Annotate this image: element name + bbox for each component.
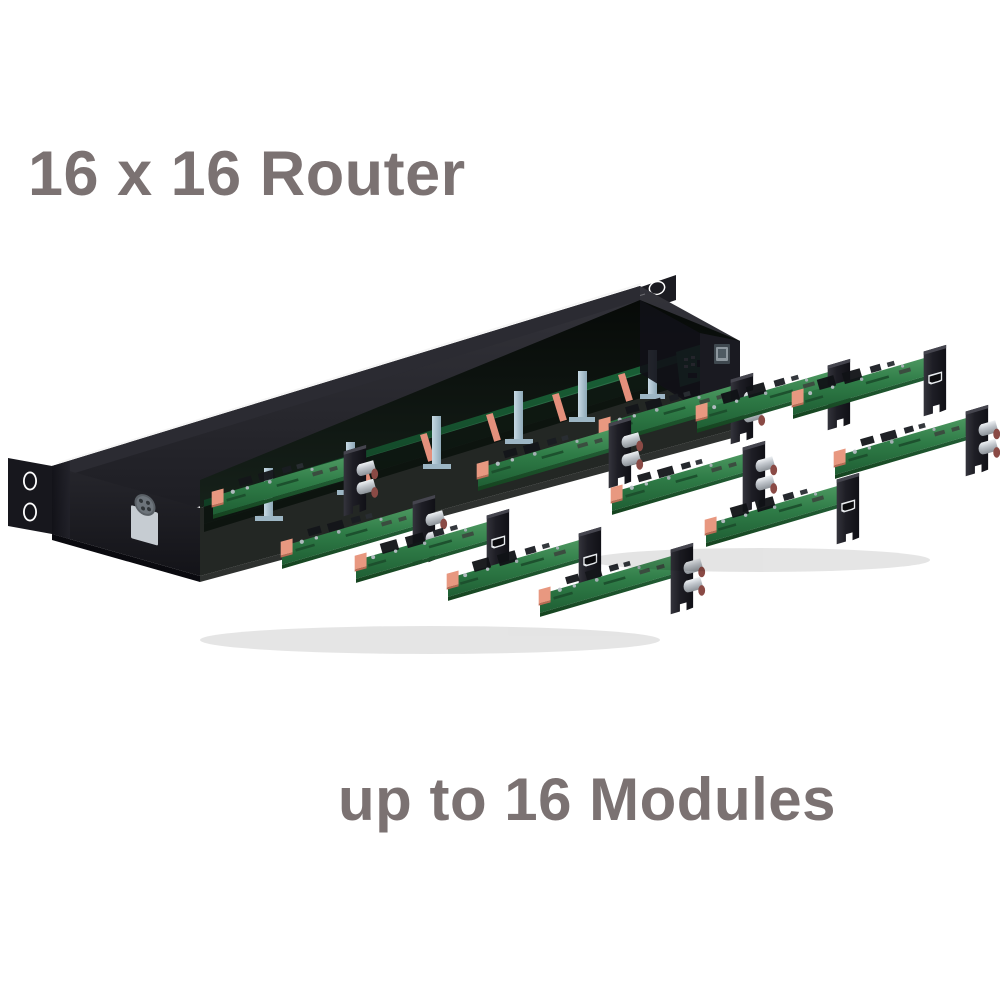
page-title-16x16-router: 16 x 16 Router xyxy=(28,139,466,209)
router-chassis xyxy=(8,275,740,582)
rear-data-port xyxy=(714,344,730,364)
module-4[interactable] xyxy=(833,404,1000,479)
din-power-connector xyxy=(131,494,158,546)
chassis-left-end xyxy=(52,461,70,539)
chassis-front-bezel xyxy=(52,286,640,480)
ground-shadows xyxy=(200,548,930,654)
module-12[interactable] xyxy=(704,472,860,547)
rack-ear-left xyxy=(8,458,52,534)
subtitle-up-to-16-modules: up to 16 Modules xyxy=(338,766,837,833)
chassis-front-face xyxy=(52,466,200,576)
